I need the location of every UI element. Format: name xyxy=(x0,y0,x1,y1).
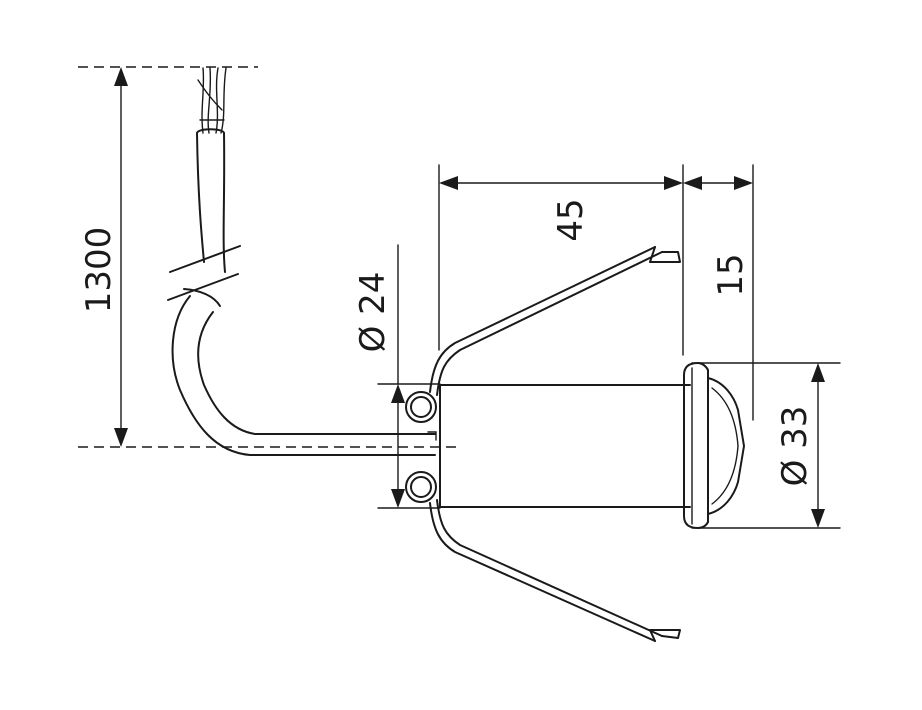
cap-diameter-label: Ø 33 xyxy=(775,406,815,487)
cap-flange xyxy=(683,362,709,529)
length-label: 45 xyxy=(551,198,591,241)
cap-diameter-dimension: Ø 33 xyxy=(691,362,841,529)
cable-length-label: 1300 xyxy=(79,227,119,314)
length-dimension: 45 xyxy=(438,164,684,356)
lamp-body xyxy=(427,384,691,508)
cap-height-dimension: 15 xyxy=(683,164,754,421)
arrow-down-icon xyxy=(114,428,128,447)
body-diameter-dimension: Ø 24 xyxy=(353,244,441,509)
upper-spring-coil xyxy=(405,391,437,423)
arrow-right-icon xyxy=(664,176,683,190)
arrow-left-icon xyxy=(439,176,458,190)
arrow-right-icon xyxy=(734,176,753,190)
lamp-cap xyxy=(683,362,745,529)
arrow-left-icon xyxy=(683,176,702,190)
spring-clips xyxy=(405,246,681,642)
arrow-up-icon xyxy=(811,363,825,382)
arrow-down-icon xyxy=(811,509,825,528)
break-mark-upper xyxy=(169,245,241,273)
cable-length-dimension: 1300 xyxy=(78,66,458,448)
lower-clip-tip xyxy=(649,629,681,642)
arrow-up-icon xyxy=(391,384,405,403)
body-diameter-label: Ø 24 xyxy=(353,272,393,353)
upper-clip-tip xyxy=(649,246,681,263)
lower-spring-coil xyxy=(405,471,437,503)
lens-dome xyxy=(707,377,745,515)
arrow-up-icon xyxy=(114,67,128,86)
cap-height-label: 15 xyxy=(711,253,751,296)
cable xyxy=(167,67,436,456)
arrow-down-icon xyxy=(391,489,405,508)
break-mark-lower xyxy=(167,273,239,301)
